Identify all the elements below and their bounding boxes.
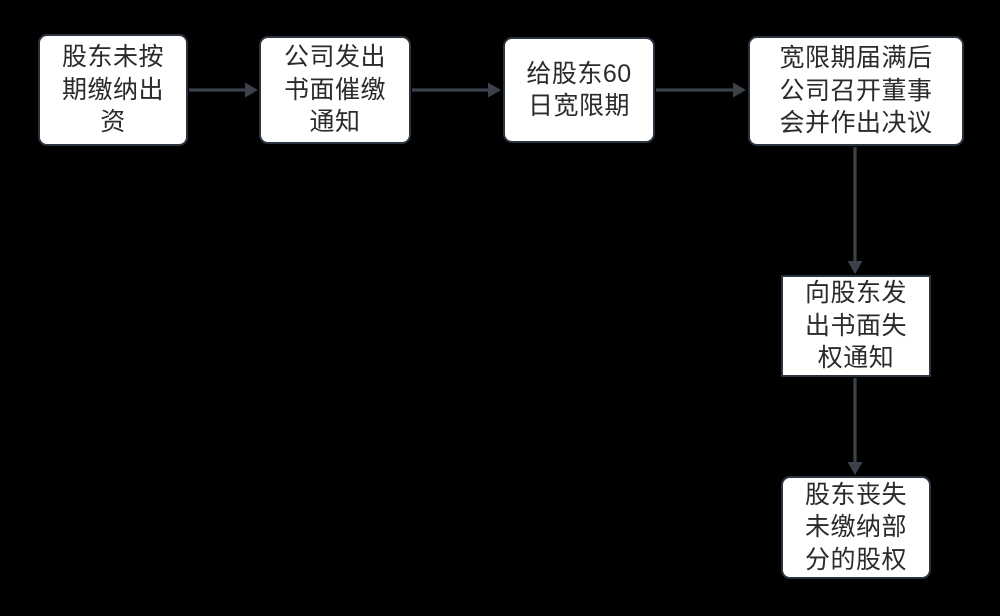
sixty-day-grace-period-node-label: 给股东60 日宽限期 [526, 59, 632, 121]
shareholder-default-node-label: 股东未按 期缴纳出 资 [61, 43, 164, 137]
arrowhead-icon [847, 261, 863, 274]
equity-forfeited-node-label: 股东丧失 未缴纳部 分的股权 [804, 480, 907, 574]
arrow-node2-to-node3 [398, 76, 515, 104]
arrowhead-icon [245, 82, 258, 98]
sixty-day-grace-period-node[interactable]: 给股东60 日宽限期 [503, 37, 655, 143]
arrow-node3-to-node4 [642, 76, 760, 104]
forfeiture-notice-node[interactable]: 向股东发 出书面失 权通知 [781, 275, 931, 377]
board-resolution-node[interactable]: 宽限期届满后 公司召开董事 会并作出决议 [748, 36, 964, 146]
company-written-demand-node[interactable]: 公司发出 书面催缴 通知 [259, 36, 411, 144]
arrowhead-icon [847, 462, 863, 475]
shareholder-default-node[interactable]: 股东未按 期缴纳出 资 [38, 34, 188, 146]
company-written-demand-node-label: 公司发出 书面催缴 通知 [283, 43, 386, 137]
arrowhead-icon [733, 82, 746, 98]
arrow-node4-to-node5 [841, 133, 869, 288]
forfeiture-notice-node-label: 向股东发 出书面失 权通知 [804, 279, 907, 373]
arrowhead-icon [488, 82, 501, 98]
arrow-node1-to-node2 [175, 76, 272, 104]
board-resolution-node-label: 宽限期届满后 公司召开董事 会并作出决议 [779, 44, 933, 138]
arrow-node5-to-node6 [841, 364, 869, 489]
equity-forfeited-node[interactable]: 股东丧失 未缴纳部 分的股权 [781, 476, 931, 579]
